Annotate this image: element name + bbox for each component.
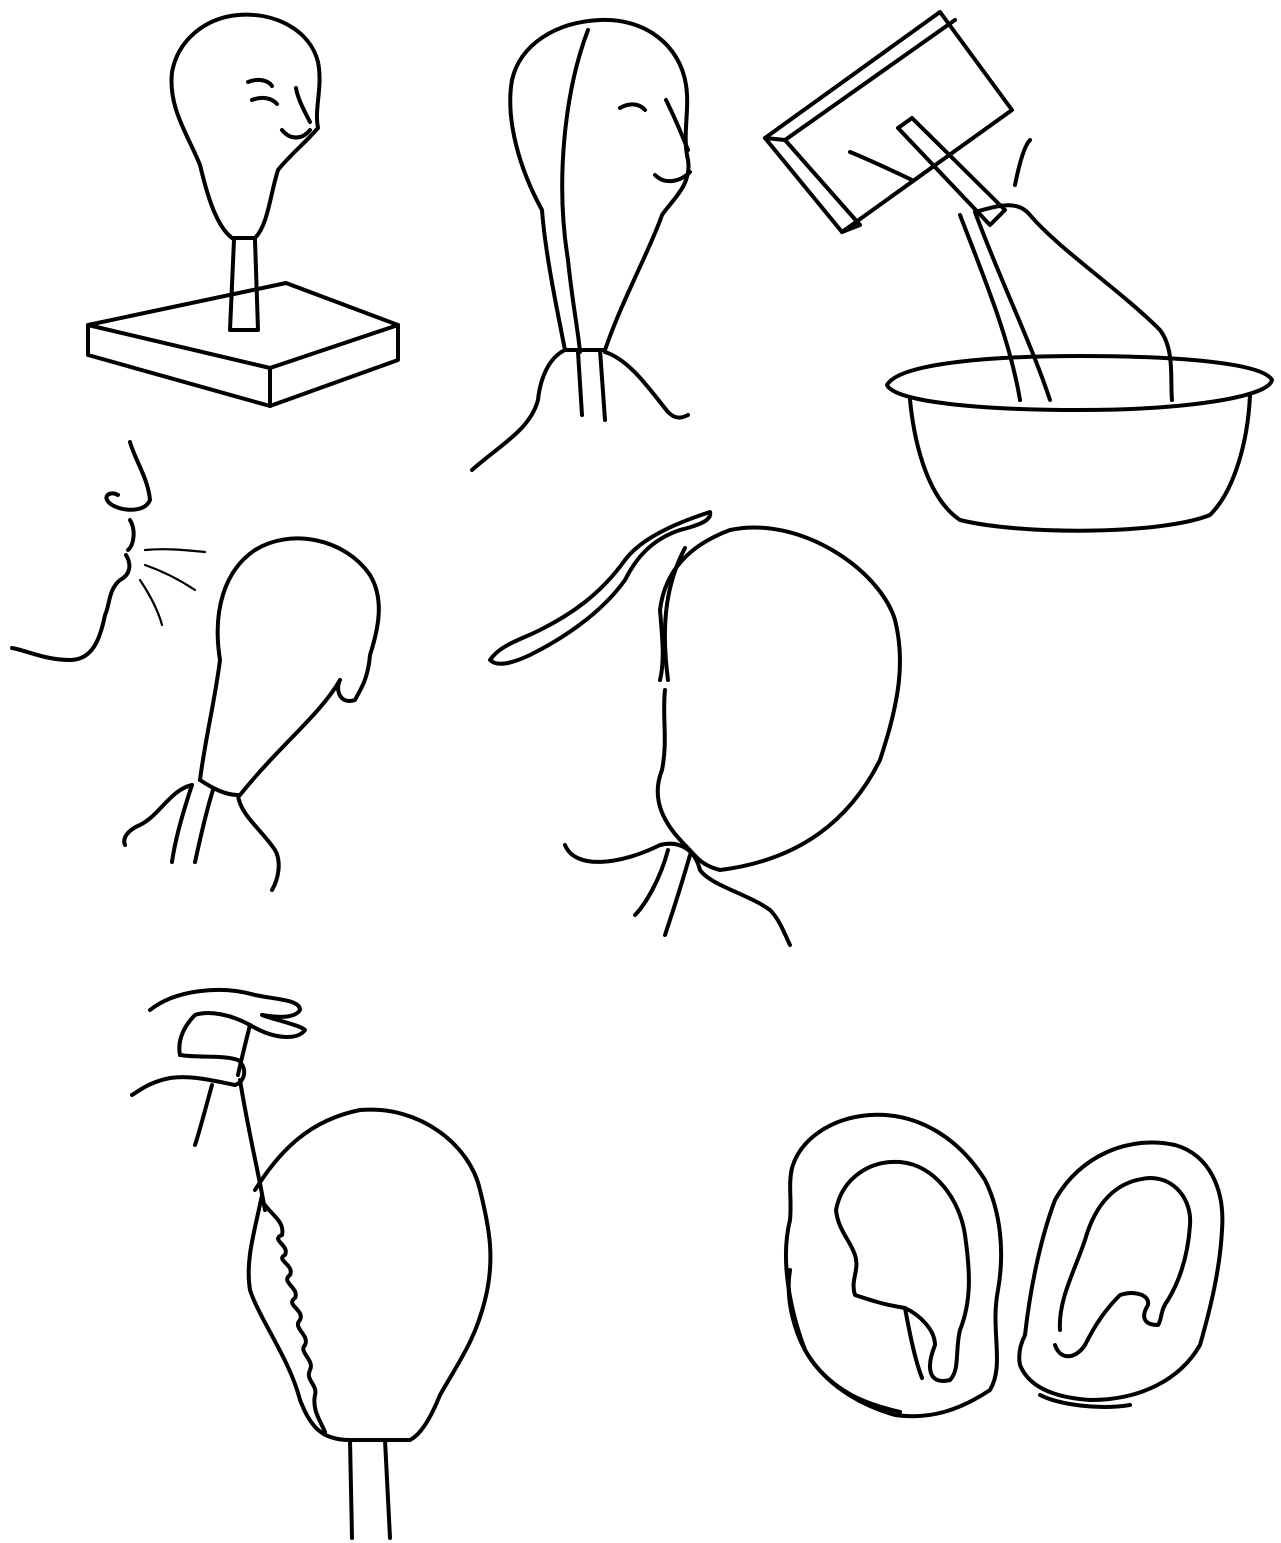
spatula-over-head-icon xyxy=(490,512,900,945)
sculpted-head-on-base-icon xyxy=(88,15,398,406)
two-mold-halves-icon xyxy=(786,1115,1222,1416)
pouring-box-into-bowl-icon xyxy=(765,12,1272,531)
head-divided-by-thread-icon xyxy=(472,20,690,470)
face-blowing-on-head-icon xyxy=(12,442,379,890)
hand-pulling-thread-icon xyxy=(132,990,490,1538)
